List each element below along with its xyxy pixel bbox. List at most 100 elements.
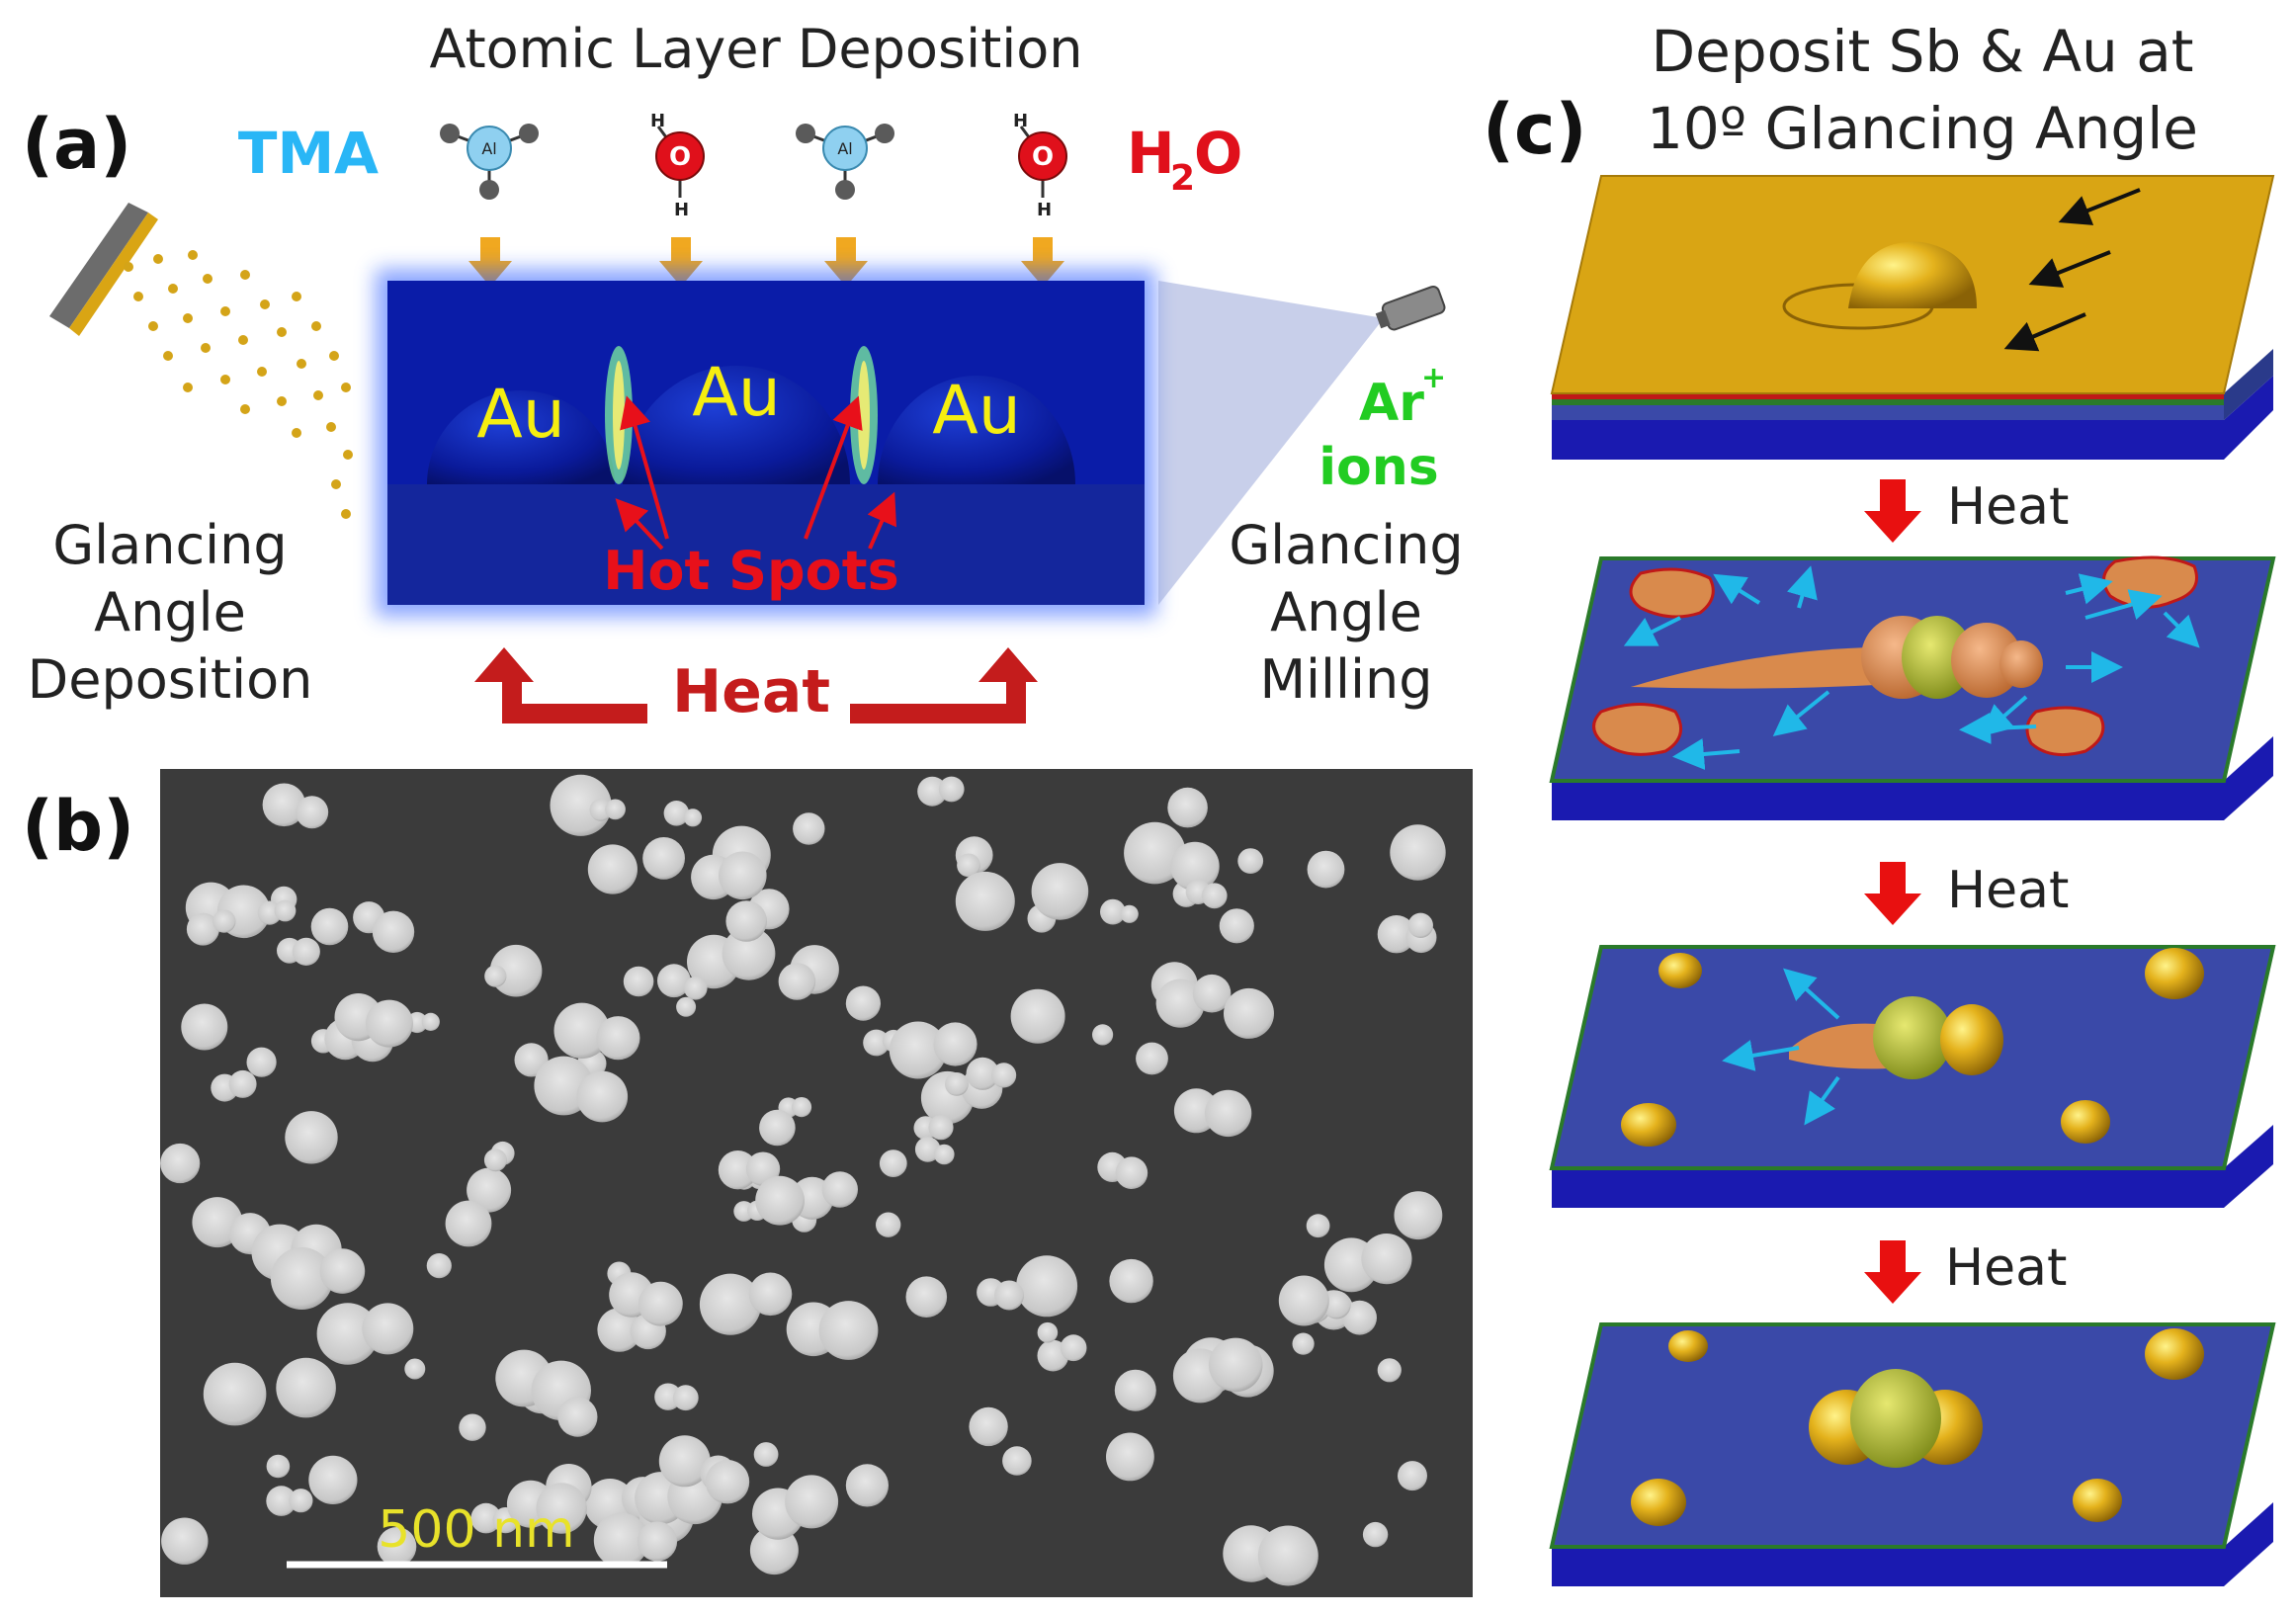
heat-arrow-c3 <box>1864 1240 1921 1304</box>
sem-particle <box>203 1362 267 1426</box>
ion-gun <box>1375 286 1446 331</box>
sem-particle <box>928 1115 954 1141</box>
slab-3 <box>1549 945 2276 1208</box>
sem-particle <box>966 1057 999 1090</box>
gam-caption-line2: Angle <box>1270 581 1422 643</box>
sem-particle <box>1278 1275 1329 1326</box>
sem-particle <box>1362 1521 1389 1548</box>
sem-particle <box>285 1111 338 1164</box>
gad-caption-line1: Glancing <box>52 514 287 576</box>
sem-particle <box>377 1527 417 1567</box>
sem-particle <box>181 1003 228 1051</box>
sem-particle <box>933 1022 978 1066</box>
sem-particle <box>593 1512 649 1569</box>
sem-particle <box>676 996 697 1017</box>
sem-particle <box>879 1149 907 1177</box>
sem-particle <box>274 899 297 922</box>
sem-particle <box>793 812 825 845</box>
sem-particle <box>1342 1300 1377 1335</box>
water-o-1: O <box>669 142 691 172</box>
sem-particle <box>262 783 306 827</box>
sem-particle <box>785 1475 839 1529</box>
sem-particle <box>426 1253 452 1279</box>
sem-particle <box>213 909 236 933</box>
sem-particle <box>722 926 776 980</box>
sem-particle <box>1136 1042 1168 1075</box>
scale-bar-label: 500 nm <box>378 1500 574 1560</box>
sem-particle <box>1016 1255 1078 1318</box>
sem-particle <box>421 1012 440 1031</box>
sem-particle <box>642 837 685 880</box>
sem-particle <box>1208 1337 1263 1393</box>
sem-particle <box>876 1212 901 1237</box>
hot-spots-label: Hot Spots <box>603 540 899 602</box>
sem-particle <box>587 844 638 894</box>
water-h-2b: H <box>1037 200 1052 220</box>
sem-particle <box>637 1521 678 1562</box>
au-particle-center <box>623 366 850 484</box>
sem-particle <box>1010 988 1065 1044</box>
sem-particle <box>372 910 415 953</box>
water-molecule-1: O H H <box>650 111 705 220</box>
hot-spot-arrows <box>615 395 896 551</box>
sem-particle <box>748 1272 793 1317</box>
sem-particle <box>1237 848 1264 874</box>
sem-particle <box>459 1413 486 1441</box>
sem-particle <box>658 1435 711 1488</box>
sem-particle <box>845 985 882 1021</box>
au-particle-right <box>878 376 1075 484</box>
sem-particle <box>1292 1332 1315 1355</box>
sem-particle <box>749 1526 799 1575</box>
sem-particle <box>404 1358 426 1380</box>
sem-particle <box>957 853 980 878</box>
water-o-2: O <box>1032 142 1054 172</box>
sem-particle <box>683 808 703 827</box>
panel-a-label: (a) <box>22 104 131 185</box>
sem-particle <box>605 799 626 820</box>
sem-particle <box>1306 1214 1330 1238</box>
sem-particle <box>994 1280 1024 1311</box>
tma-al-1: Al <box>481 139 496 158</box>
sem-particle <box>1124 821 1186 885</box>
sem-particle <box>991 1063 1017 1088</box>
panel-c-title-line2: 10º Glancing Angle <box>1647 95 2198 162</box>
sem-particle <box>589 799 613 821</box>
panel-a-title: Atomic Layer Deposition <box>429 18 1082 80</box>
sem-particle <box>362 1303 414 1355</box>
sem-particle <box>1109 1258 1153 1304</box>
sem-particle <box>276 1357 336 1418</box>
heat-label-a: Heat <box>672 657 830 726</box>
sem-particle <box>934 1144 955 1165</box>
island-4 <box>2025 706 2105 757</box>
heat-label-c2: Heat <box>1947 861 2069 920</box>
sem-particle <box>308 1455 358 1504</box>
slab-1 <box>1550 175 2275 460</box>
water-h-2a: H <box>1013 111 1028 131</box>
sem-particle <box>1170 841 1220 892</box>
sem-particle <box>672 1385 699 1411</box>
sem-particle <box>1361 1234 1412 1285</box>
sem-particle <box>596 1016 640 1061</box>
sem-particle <box>319 1248 366 1294</box>
diffusion-arrows-2 <box>1623 565 2200 770</box>
sem-particle <box>863 1029 890 1057</box>
tma-al-2: Al <box>837 139 852 158</box>
sem-particle <box>310 907 349 946</box>
sem-particle <box>246 1047 277 1077</box>
au-particle-left <box>427 390 615 484</box>
milling-beam <box>1158 281 1384 605</box>
sem-particle <box>1390 824 1446 881</box>
heat-label-c3: Heat <box>1945 1238 2067 1298</box>
heat-label-c1: Heat <box>1947 477 2069 537</box>
sem-particle <box>1002 1446 1032 1476</box>
sem-particle <box>938 776 965 803</box>
sem-particle <box>553 1002 610 1059</box>
sem-particle <box>316 1303 379 1365</box>
sem-particle <box>1377 1358 1402 1383</box>
sem-particle <box>266 1486 297 1516</box>
sem-particles <box>160 774 1446 1586</box>
tma-label: TMA <box>238 120 379 187</box>
sem-particle <box>753 1442 779 1467</box>
sem-particle <box>699 1273 762 1335</box>
sem-particle <box>955 871 1015 931</box>
